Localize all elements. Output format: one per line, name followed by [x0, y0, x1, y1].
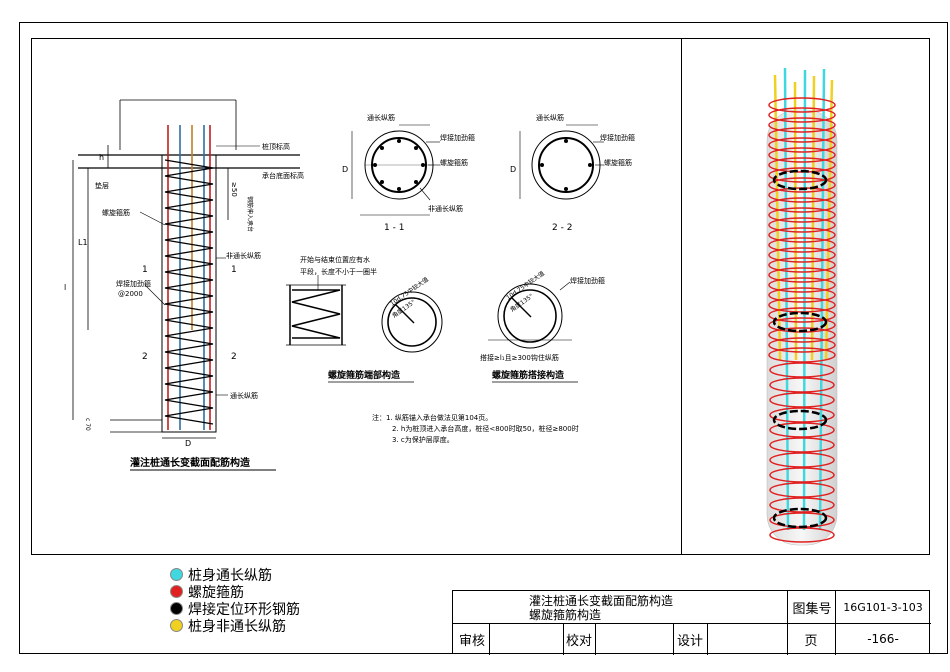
- label-L: l: [64, 283, 66, 292]
- tb-divider-v: [787, 591, 788, 655]
- legend-item-spiral: 螺旋箍筋: [170, 583, 300, 601]
- label-cap-bottom: 承台底面标高: [262, 171, 304, 180]
- label-spiral: 螺旋箍筋: [102, 208, 130, 217]
- tb-review: 审核: [458, 633, 485, 649]
- label-top-elev: 桩顶标高: [262, 142, 290, 151]
- tb-title-line1: 灌注桩通长变截面配筋构造: [529, 593, 674, 608]
- s22-D: D: [510, 165, 516, 174]
- end-title: 螺旋箍筋端部构造: [328, 369, 401, 381]
- s11-non: 非通长纵筋: [428, 204, 463, 213]
- panel-divider: [681, 38, 682, 555]
- rebar-cage-3d: [766, 67, 838, 546]
- legend-label: 桩身通长纵筋: [188, 567, 272, 584]
- legend-item-full-length: 桩身通长纵筋: [170, 566, 300, 584]
- sec22-title: 2 - 2: [552, 223, 572, 233]
- s11-weld: 焊接加劲箍: [440, 133, 475, 142]
- elevation-leaders: [139, 145, 260, 396]
- label-anchor: 钢筋伸入承台: [246, 196, 254, 232]
- tb-atlas-label: 图集号: [792, 601, 832, 617]
- tb-design: 设计: [676, 633, 703, 649]
- lap-len: 搭接≥l₁且≥300钩住纵筋: [480, 353, 559, 362]
- label-full-length: 通长纵筋: [230, 391, 258, 400]
- pile-elevation: [72, 99, 300, 439]
- rebar-drawing: 桩顶标高 承台底面标高 钢筋伸入承台 ≥50 h 垫层 螺旋箍筋 L1 l 1 …: [64, 99, 635, 471]
- section-2-2: [519, 124, 604, 200]
- cage-spirals: [768, 97, 836, 543]
- label-one-left: 1: [142, 265, 148, 275]
- tb-divider-v: [595, 623, 596, 655]
- s11-full: 通长纵筋: [367, 113, 395, 122]
- hook-circle-2: [488, 281, 572, 349]
- s22-spiral: 螺旋箍筋: [604, 158, 632, 167]
- legend-label: 桩身非通长纵筋: [188, 618, 286, 635]
- legend-dot-cyan: [170, 568, 183, 581]
- legend-label: 焊接定位环形钢筋: [188, 601, 300, 618]
- tb-atlas-no: 16G101-3-103: [843, 600, 923, 614]
- legend-dot-red: [170, 585, 183, 598]
- legend: 桩身通长纵筋 螺旋箍筋 焊接定位环形钢筋 桩身非通长纵筋: [170, 566, 300, 635]
- section-2-2-bars: [540, 139, 592, 191]
- elevation-spiral: [164, 159, 214, 425]
- label-one-right: 1: [231, 265, 237, 275]
- end-note2: 平段，长度不小于一圈半: [300, 267, 377, 276]
- s11-spiral: 螺旋箍筋: [440, 158, 468, 167]
- main-title: 灌注桩通长变截面配筋构造: [130, 456, 251, 469]
- title-block: 灌注桩通长变截面配筋构造 螺旋箍筋构造 图集号 16G101-3-103 审核 …: [452, 590, 931, 655]
- end-note1: 开始与结束位置应有水: [300, 255, 370, 264]
- note-2: 2. h为桩顶进入承台高度，桩径<800时取50，桩径≥800时: [392, 424, 579, 433]
- label-non-full: 非通长纵筋: [226, 251, 261, 260]
- s22-weld: 焊接加劲箍: [600, 133, 635, 142]
- label-D: D: [185, 439, 191, 448]
- section-1-1: [351, 124, 440, 216]
- label-weld-ring: 焊接加劲箍: [116, 279, 151, 288]
- tb-divider-v: [673, 623, 674, 655]
- label-two-left: 2: [142, 352, 148, 362]
- lap-title: 螺旋箍筋搭接构造: [492, 369, 565, 381]
- lap-weld: 焊接加劲箍: [570, 276, 605, 285]
- label-L1: L1: [78, 238, 88, 247]
- tb-divider-v: [707, 623, 708, 655]
- legend-label: 螺旋箍筋: [188, 584, 244, 601]
- note-1: 注：1. 纵筋锚入承台做法见第104页。: [372, 413, 492, 422]
- section-1-1-bars: [373, 139, 425, 191]
- drawing-area: [31, 38, 930, 555]
- tb-divider-v: [835, 591, 836, 655]
- label-mortar: 垫层: [95, 181, 109, 190]
- cage-weld-rings: [772, 169, 828, 529]
- tb-title-line2: 螺旋箍筋构造: [529, 607, 602, 622]
- s22-full: 通长纵筋: [536, 113, 564, 122]
- legend-dot-yellow: [170, 619, 183, 632]
- tb-divider-v: [563, 623, 564, 655]
- spiral-end-detail: [286, 275, 346, 346]
- pile-longitudinal-bars: [167, 125, 211, 430]
- label-two-right: 2: [231, 352, 237, 362]
- s11-D: D: [342, 165, 348, 174]
- tb-divider-v: [489, 623, 490, 655]
- legend-dot-black: [170, 602, 183, 615]
- legend-item-weld-ring: 焊接定位环形钢筋: [170, 600, 300, 618]
- tb-divider-h: [453, 623, 931, 624]
- label-h: h: [99, 153, 104, 162]
- sec11-title: 1 - 1: [384, 223, 404, 233]
- hook-circle-1: [381, 291, 443, 353]
- tb-page-no: -166-: [867, 632, 899, 646]
- label-ge50: ≥50: [230, 182, 238, 197]
- tb-check: 校对: [565, 633, 592, 649]
- legend-item-non-full: 桩身非通长纵筋: [170, 617, 300, 635]
- note-3: 3. c为保护层厚度。: [392, 435, 454, 444]
- label-weld-spacing: @2000: [118, 290, 143, 298]
- tb-page-label: 页: [804, 633, 818, 649]
- label-c: c 70: [84, 418, 91, 431]
